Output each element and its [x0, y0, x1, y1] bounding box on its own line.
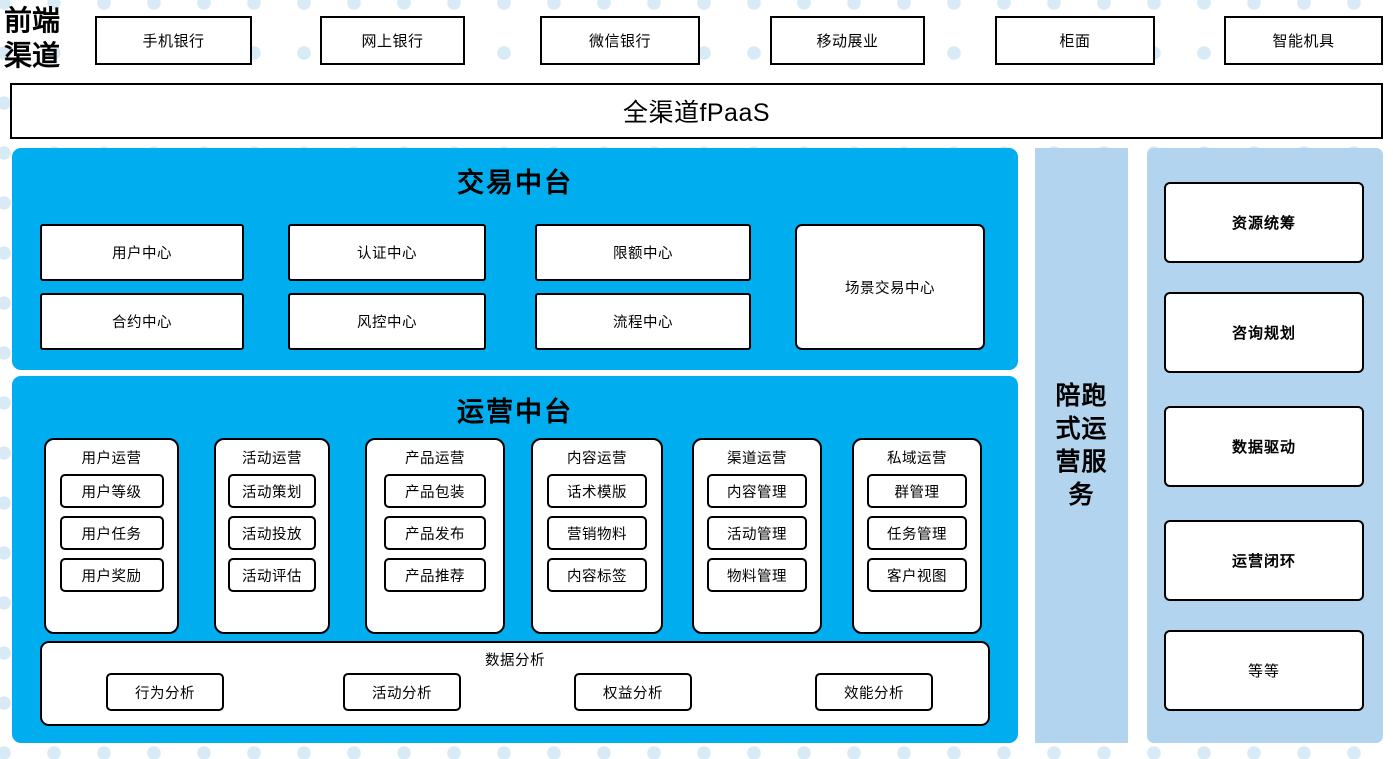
accompanying-service-column: 陪跑式运营服务 [1035, 148, 1128, 743]
ops-column-title: 活动运营 [242, 451, 302, 467]
trade-box-1[interactable]: 用户中心 [40, 224, 244, 281]
capability-card-3[interactable]: 数据驱动 [1164, 406, 1364, 487]
channel-box-5[interactable]: 柜面 [995, 16, 1155, 65]
ops-chip-2-2[interactable]: 活动投放 [228, 516, 316, 550]
data-analysis-title: 数据分析 [485, 653, 545, 669]
ops-chip-1-1[interactable]: 用户等级 [59, 474, 164, 508]
ops-mid-platform-title: 运营中台 [457, 397, 573, 427]
ops-chip-5-2[interactable]: 活动管理 [707, 516, 807, 550]
channel-box-6[interactable]: 智能机具 [1224, 16, 1383, 65]
ops-column-title: 用户运营 [81, 451, 142, 467]
ops-chip-4-3[interactable]: 内容标签 [547, 558, 647, 592]
trade-box-6[interactable]: 流程中心 [535, 293, 751, 350]
ops-chip-6-2[interactable]: 任务管理 [867, 516, 967, 550]
trade-box-5[interactable]: 风控中心 [288, 293, 486, 350]
ops-chip-6-1[interactable]: 群管理 [867, 474, 967, 508]
ops-chip-3-2[interactable]: 产品发布 [384, 516, 486, 550]
capability-card-4[interactable]: 运营闭环 [1164, 520, 1364, 601]
data-analysis-chip-2[interactable]: 活动分析 [343, 673, 461, 711]
ops-chip-3-1[interactable]: 产品包装 [384, 474, 486, 508]
front-end-channel-label: 前端 渠道 [4, 2, 88, 76]
trade-box-7[interactable]: 场景交易中心 [795, 224, 985, 350]
trade-mid-platform-title: 交易中台 [457, 168, 573, 198]
ops-chip-4-1[interactable]: 话术模版 [547, 474, 647, 508]
ops-chip-6-3[interactable]: 客户视图 [867, 558, 967, 592]
channel-label-line-1: 前端 [4, 6, 61, 37]
fpaas-bar[interactable]: 全渠道fPaaS [10, 83, 1383, 139]
data-analysis-chip-3[interactable]: 权益分析 [574, 673, 692, 711]
accompanying-service-label: 陪跑式运营服务 [1055, 382, 1108, 509]
channel-box-4[interactable]: 移动展业 [770, 16, 925, 65]
channel-box-1[interactable]: 手机银行 [95, 16, 252, 65]
trade-box-4[interactable]: 合约中心 [40, 293, 244, 350]
capability-card-5[interactable]: 等等 [1164, 630, 1364, 711]
capability-card-2[interactable]: 咨询规划 [1164, 292, 1364, 373]
ops-chip-4-2[interactable]: 营销物料 [547, 516, 647, 550]
ops-chip-1-2[interactable]: 用户任务 [59, 516, 164, 550]
channel-box-2[interactable]: 网上银行 [320, 16, 465, 65]
data-analysis-chip-4[interactable]: 效能分析 [815, 673, 933, 711]
ops-column-title: 产品运营 [405, 451, 465, 467]
ops-column-title: 渠道运营 [727, 451, 787, 467]
data-analysis-chip-1[interactable]: 行为分析 [106, 673, 224, 711]
trade-box-2[interactable]: 认证中心 [288, 224, 486, 281]
ops-chip-5-3[interactable]: 物料管理 [707, 558, 807, 592]
ops-column-1: 用户运营用户等级用户任务用户奖励 [44, 438, 179, 634]
trade-box-3[interactable]: 限额中心 [535, 224, 751, 281]
ops-chip-5-1[interactable]: 内容管理 [707, 474, 807, 508]
ops-column-2: 活动运营活动策划活动投放活动评估 [214, 438, 330, 634]
capability-card-1[interactable]: 资源统筹 [1164, 182, 1364, 263]
ops-column-5: 渠道运营内容管理活动管理物料管理 [692, 438, 822, 634]
ops-column-4: 内容运营话术模版营销物料内容标签 [531, 438, 663, 634]
ops-column-title: 内容运营 [567, 451, 627, 467]
ops-chip-1-3[interactable]: 用户奖励 [59, 558, 164, 592]
channel-box-3[interactable]: 微信银行 [540, 16, 700, 65]
ops-column-6: 私域运营群管理任务管理客户视图 [852, 438, 982, 634]
channel-label-line-2: 渠道 [4, 41, 61, 72]
ops-chip-3-3[interactable]: 产品推荐 [384, 558, 486, 592]
ops-column-3: 产品运营产品包装产品发布产品推荐 [365, 438, 505, 634]
ops-column-title: 私域运营 [887, 451, 947, 467]
ops-chip-2-1[interactable]: 活动策划 [228, 474, 316, 508]
ops-chip-2-3[interactable]: 活动评估 [228, 558, 316, 592]
